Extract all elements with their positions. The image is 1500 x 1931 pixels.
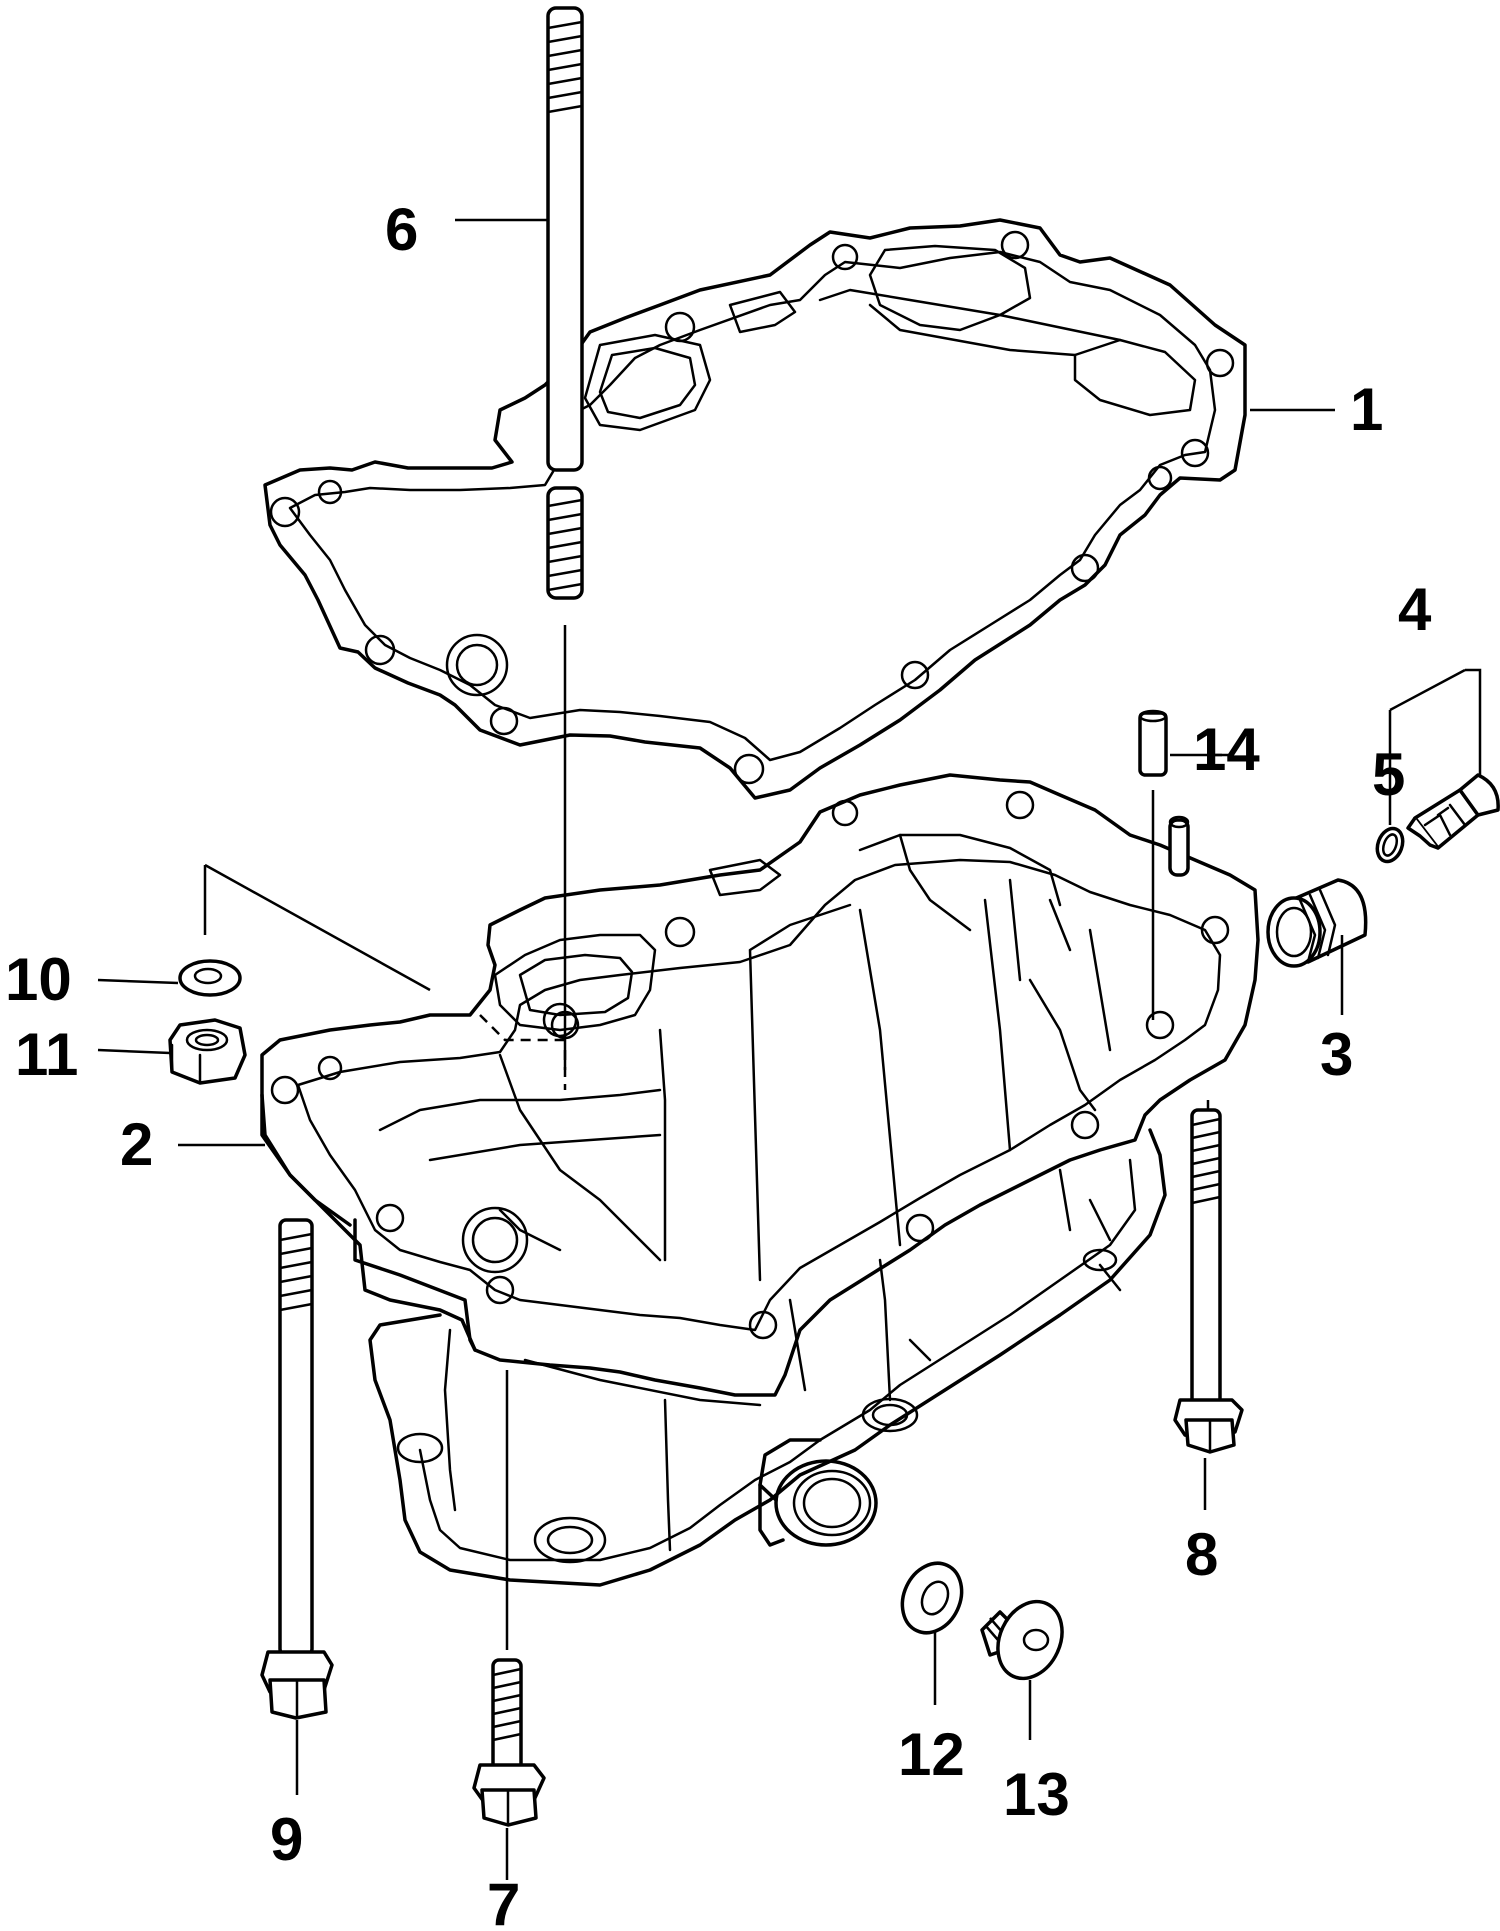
o-ring-part[interactable] [1373, 825, 1407, 865]
washer-part[interactable] [178, 959, 242, 997]
callout-3: 3 [1320, 1021, 1353, 1088]
gasket-part[interactable] [263, 218, 1247, 800]
callout-10: 10 [5, 946, 72, 1013]
callout-labels: 1 2 3 4 5 6 7 8 9 10 11 12 13 14 [5, 196, 1432, 1931]
bolt-left-part[interactable] [260, 1218, 334, 1720]
oil-pan-part[interactable] [260, 773, 1260, 1587]
callout-7: 7 [487, 1871, 520, 1931]
callout-11: 11 [15, 1021, 78, 1088]
callout-2: 2 [120, 1111, 153, 1178]
sensor-part[interactable] [1406, 773, 1500, 850]
drain-plug-part[interactable] [980, 1591, 1074, 1689]
dowel-pin-part[interactable] [1138, 709, 1168, 777]
callout-12: 12 [898, 1721, 965, 1788]
bolt-right-part[interactable] [1173, 1108, 1244, 1454]
callout-4: 4 [1398, 576, 1432, 643]
callout-14: 14 [1193, 716, 1260, 783]
callout-1: 1 [1350, 376, 1383, 443]
callout-13: 13 [1003, 1761, 1070, 1828]
leader-lines [97, 218, 1482, 1880]
callout-6: 6 [385, 196, 418, 263]
callout-5: 5 [1372, 741, 1405, 808]
drain-gasket-part[interactable] [891, 1554, 972, 1643]
long-stud-part[interactable] [546, 6, 584, 600]
fitting-sleeve-part[interactable] [1266, 878, 1368, 968]
short-bolt-part[interactable] [472, 1658, 546, 1827]
callout-8: 8 [1185, 1521, 1218, 1588]
callout-9: 9 [270, 1806, 303, 1873]
nut-part[interactable] [168, 1018, 247, 1085]
